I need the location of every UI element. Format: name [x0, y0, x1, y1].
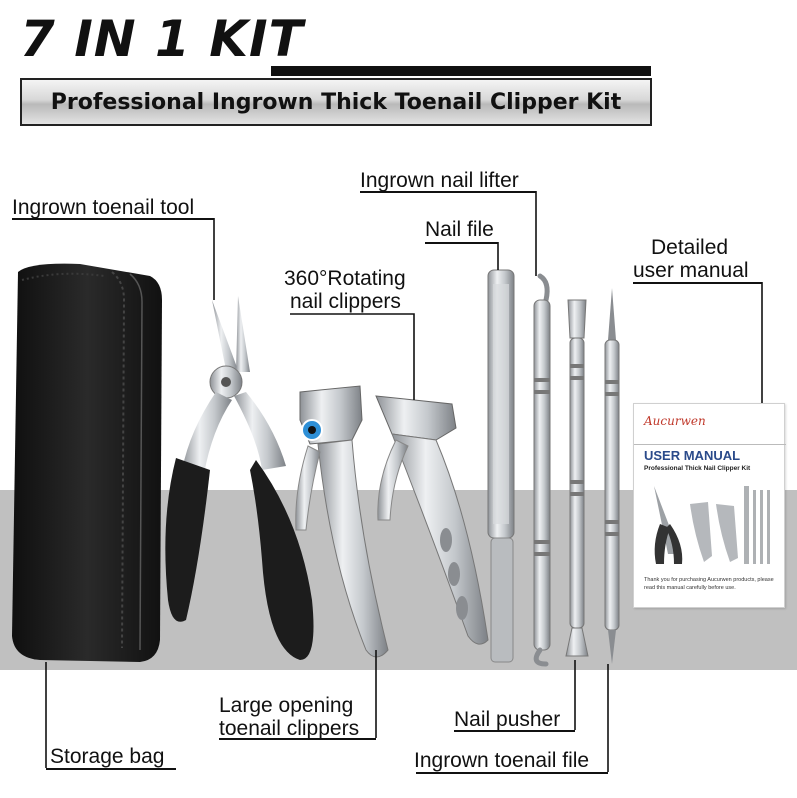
nail-pusher-image	[565, 299, 589, 657]
manual-underline	[633, 282, 762, 284]
toenail-file-underline	[416, 772, 608, 774]
label-nail-pusher: Nail pusher	[454, 708, 561, 731]
ingrown-nail-lifter-image	[533, 273, 551, 667]
label-rotating-clippers-line1: 360°Rotating	[284, 267, 406, 290]
label-ingrown-nail-lifter: Ingrown nail lifter	[360, 169, 519, 192]
ingrown-toenail-tool-image	[165, 296, 314, 660]
manual-title: USER MANUAL	[644, 448, 741, 463]
label-large-opening-line2: toenail clippers	[219, 717, 360, 740]
label-rotating-clippers-line2: nail clippers	[290, 290, 401, 313]
manual-subtitle: Professional Thick Nail Clipper Kit	[644, 465, 751, 472]
nail-pusher-underline	[454, 730, 575, 732]
banner-title: Professional Ingrown Thick Toenail Clipp…	[50, 89, 622, 115]
storage-bag-underline	[46, 768, 176, 770]
label-storage-bag: Storage bag	[50, 745, 165, 768]
rotating-nail-clipper-image	[295, 385, 389, 658]
user-manual-booklet: Aucurwen USER MANUAL Professional Thick …	[633, 403, 786, 608]
manual-brand: Aucurwen	[644, 414, 706, 428]
kit-title: 7 IN 1 KIT	[20, 10, 304, 68]
ingrown-toenail-file-image	[604, 288, 620, 664]
toenail-tool-underline	[12, 218, 214, 220]
leader-lines	[45, 191, 763, 772]
banner-accent-bar	[271, 66, 651, 76]
large-opening-clipper-image	[375, 395, 489, 645]
nail-file-image	[487, 269, 515, 663]
manual-product-thumbnail	[654, 486, 770, 564]
label-detailed-manual-line2: user manual	[633, 259, 749, 282]
label-detailed-manual-line1: Detailed	[651, 236, 729, 259]
nail-lifter-underline	[360, 191, 536, 193]
label-large-opening-line1: Large opening	[219, 694, 354, 717]
label-nail-file: Nail file	[425, 218, 494, 241]
label-ingrown-toenail-tool: Ingrown toenail tool	[12, 196, 195, 219]
title-banner: Professional Ingrown Thick Toenail Clipp…	[20, 78, 652, 126]
nail-file-underline	[425, 242, 498, 244]
label-ingrown-toenail-file: Ingrown toenail file	[414, 749, 590, 772]
large-opening-underline	[219, 738, 376, 740]
storage-bag-image	[12, 263, 162, 662]
manual-footer: Thank you for purchasing Aucurwen produc…	[644, 577, 774, 591]
manual-divider	[634, 444, 786, 445]
